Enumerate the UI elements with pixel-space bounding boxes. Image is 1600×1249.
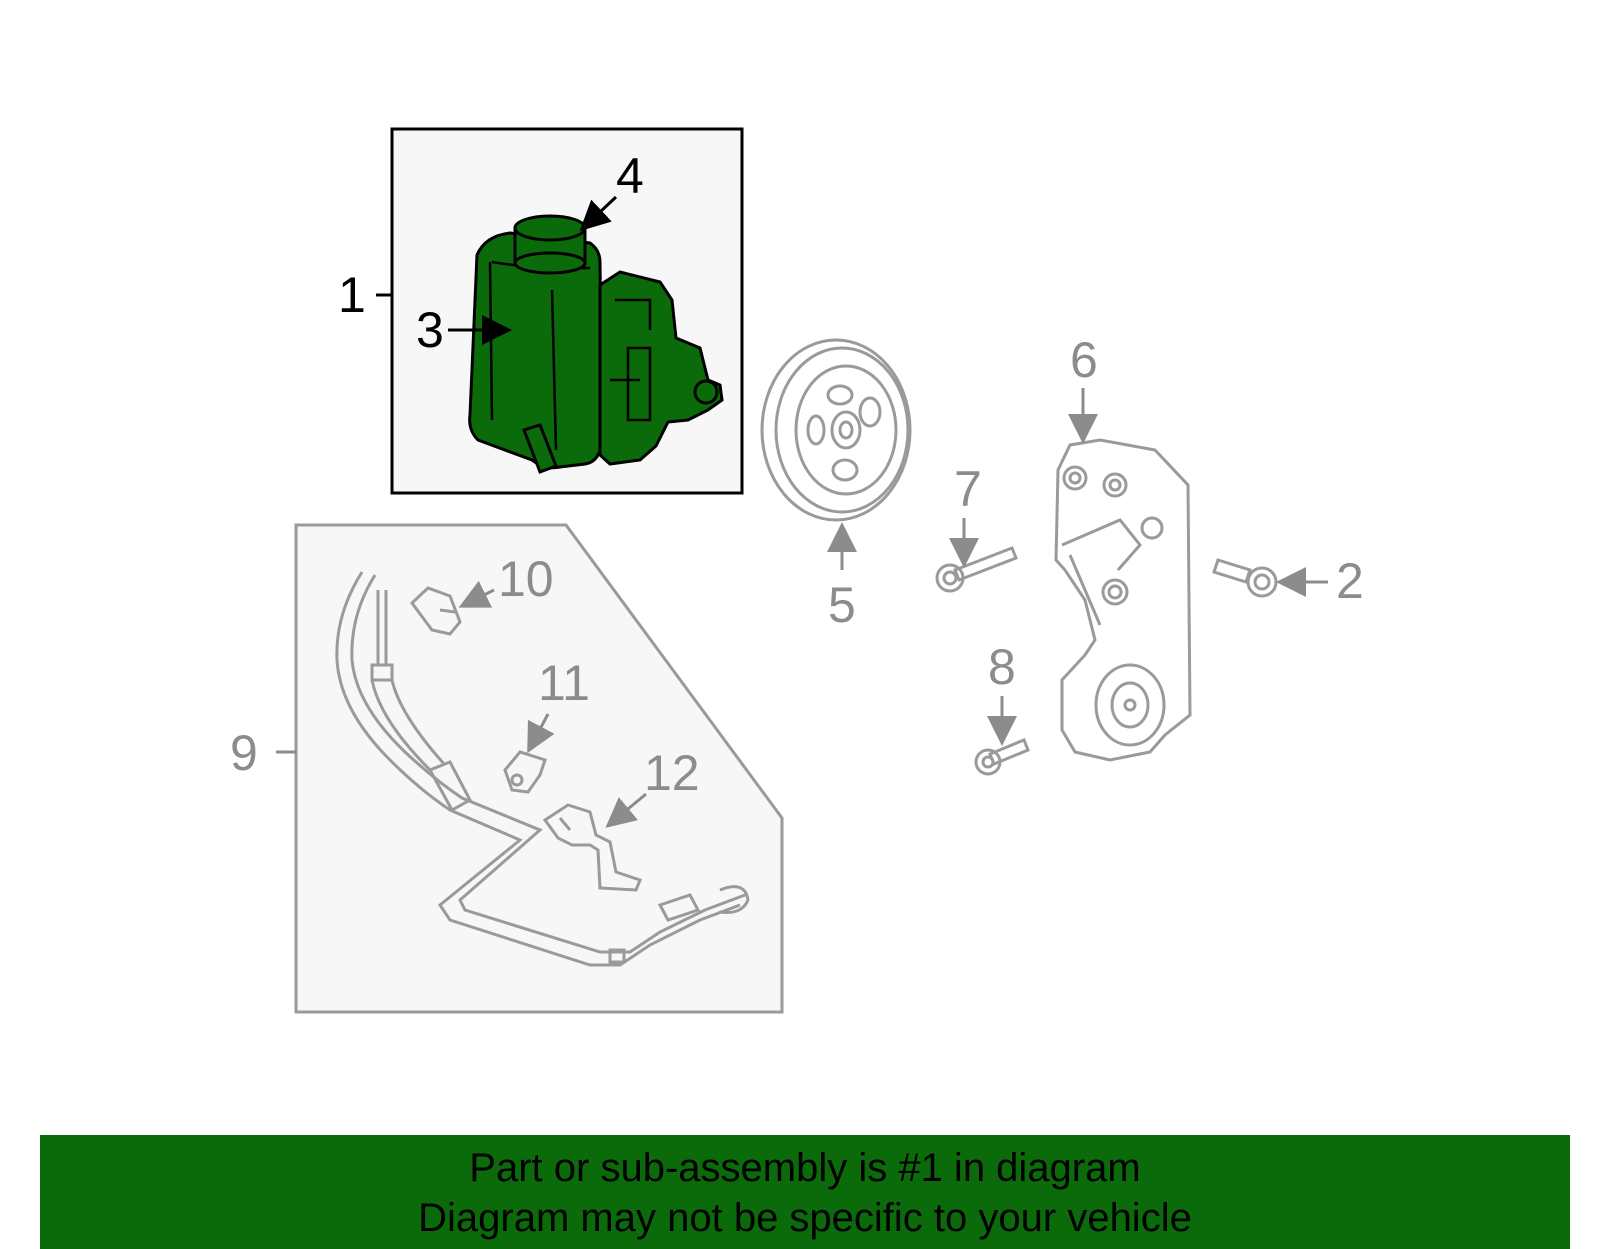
banner-line-1: Part or sub-assembly is #1 in diagram xyxy=(469,1146,1141,1190)
pulley[interactable] xyxy=(760,338,912,522)
fitting-10[interactable] xyxy=(409,586,462,636)
bracket-12[interactable] xyxy=(542,803,642,892)
pump-bracket[interactable] xyxy=(1054,438,1192,762)
bolt-8[interactable] xyxy=(974,738,1030,776)
callout-10: 10 xyxy=(498,551,554,607)
callout-4: 4 xyxy=(616,148,644,204)
callout-2: 2 xyxy=(1336,553,1364,609)
bolt-7[interactable] xyxy=(935,546,1018,593)
callout-3: 3 xyxy=(416,302,444,358)
banner-line-2: Diagram may not be specific to your vehi… xyxy=(418,1196,1192,1240)
callout-7: 7 xyxy=(954,461,982,517)
callout-1: 1 xyxy=(338,267,366,323)
callout-8: 8 xyxy=(988,639,1016,695)
reservoir-body xyxy=(468,231,604,470)
callout-6: 6 xyxy=(1070,332,1098,388)
callout-11: 11 xyxy=(538,655,590,711)
bolt-2[interactable] xyxy=(1212,558,1278,598)
clip-11[interactable] xyxy=(503,750,547,794)
reservoir-cap xyxy=(513,214,587,275)
pump-assembly-group[interactable] xyxy=(390,127,744,495)
info-banner: Part or sub-assembly is #1 in diagram Di… xyxy=(40,1135,1570,1249)
hose-box xyxy=(294,523,784,1014)
callout-9: 9 xyxy=(230,725,258,781)
hose-assembly-group[interactable] xyxy=(294,523,784,1014)
reservoir-outlet-tube xyxy=(522,423,558,474)
callout-12: 12 xyxy=(644,745,700,801)
callout-5: 5 xyxy=(828,577,856,633)
